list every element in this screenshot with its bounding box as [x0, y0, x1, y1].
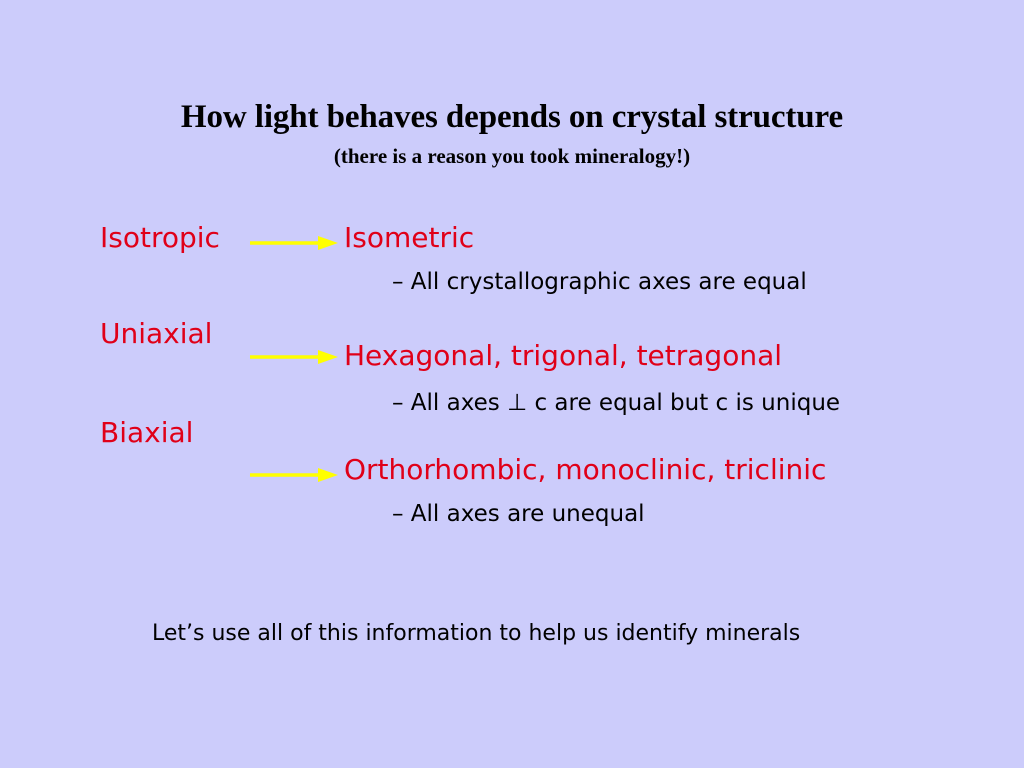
- title-block: How light behaves depends on crystal str…: [0, 98, 1024, 170]
- crystal-system-heading-orthorhombic: Orthorhombic, monoclinic, triclinic: [344, 453, 827, 486]
- slide-subtitle: (there is a reason you took mineralogy!): [333, 144, 691, 168]
- crystal-system-heading-isometric: Isometric: [344, 221, 475, 254]
- crystal-system-detail-orthorhombic: – All axes are unequal: [392, 501, 645, 527]
- optic-class-label-uniaxial: Uniaxial: [100, 317, 213, 350]
- detail-text-before: – All axes: [392, 390, 508, 416]
- optic-class-label-isotropic: Isotropic: [100, 221, 220, 254]
- crystal-system-detail-isometric: – All crystallographic axes are equal: [392, 269, 807, 295]
- optic-class-label-biaxial: Biaxial: [100, 416, 194, 449]
- arrow-right-icon-isotropic: [250, 234, 338, 252]
- detail-text-after: c are equal but c is unique: [527, 390, 841, 416]
- footer-note: Let’s use all of this information to hel…: [152, 621, 801, 646]
- arrow-right-icon-uniaxial: [250, 348, 338, 366]
- arrow-right-icon-biaxial: [250, 466, 338, 484]
- slide-title: How light behaves depends on crystal str…: [180, 99, 844, 135]
- perpendicular-symbol-icon: ⊥: [507, 390, 528, 416]
- crystal-system-heading-hexagonal: Hexagonal, trigonal, tetragonal: [344, 339, 783, 372]
- crystal-system-detail-hexagonal: – All axes ⊥ c are equal but c is unique: [392, 389, 840, 417]
